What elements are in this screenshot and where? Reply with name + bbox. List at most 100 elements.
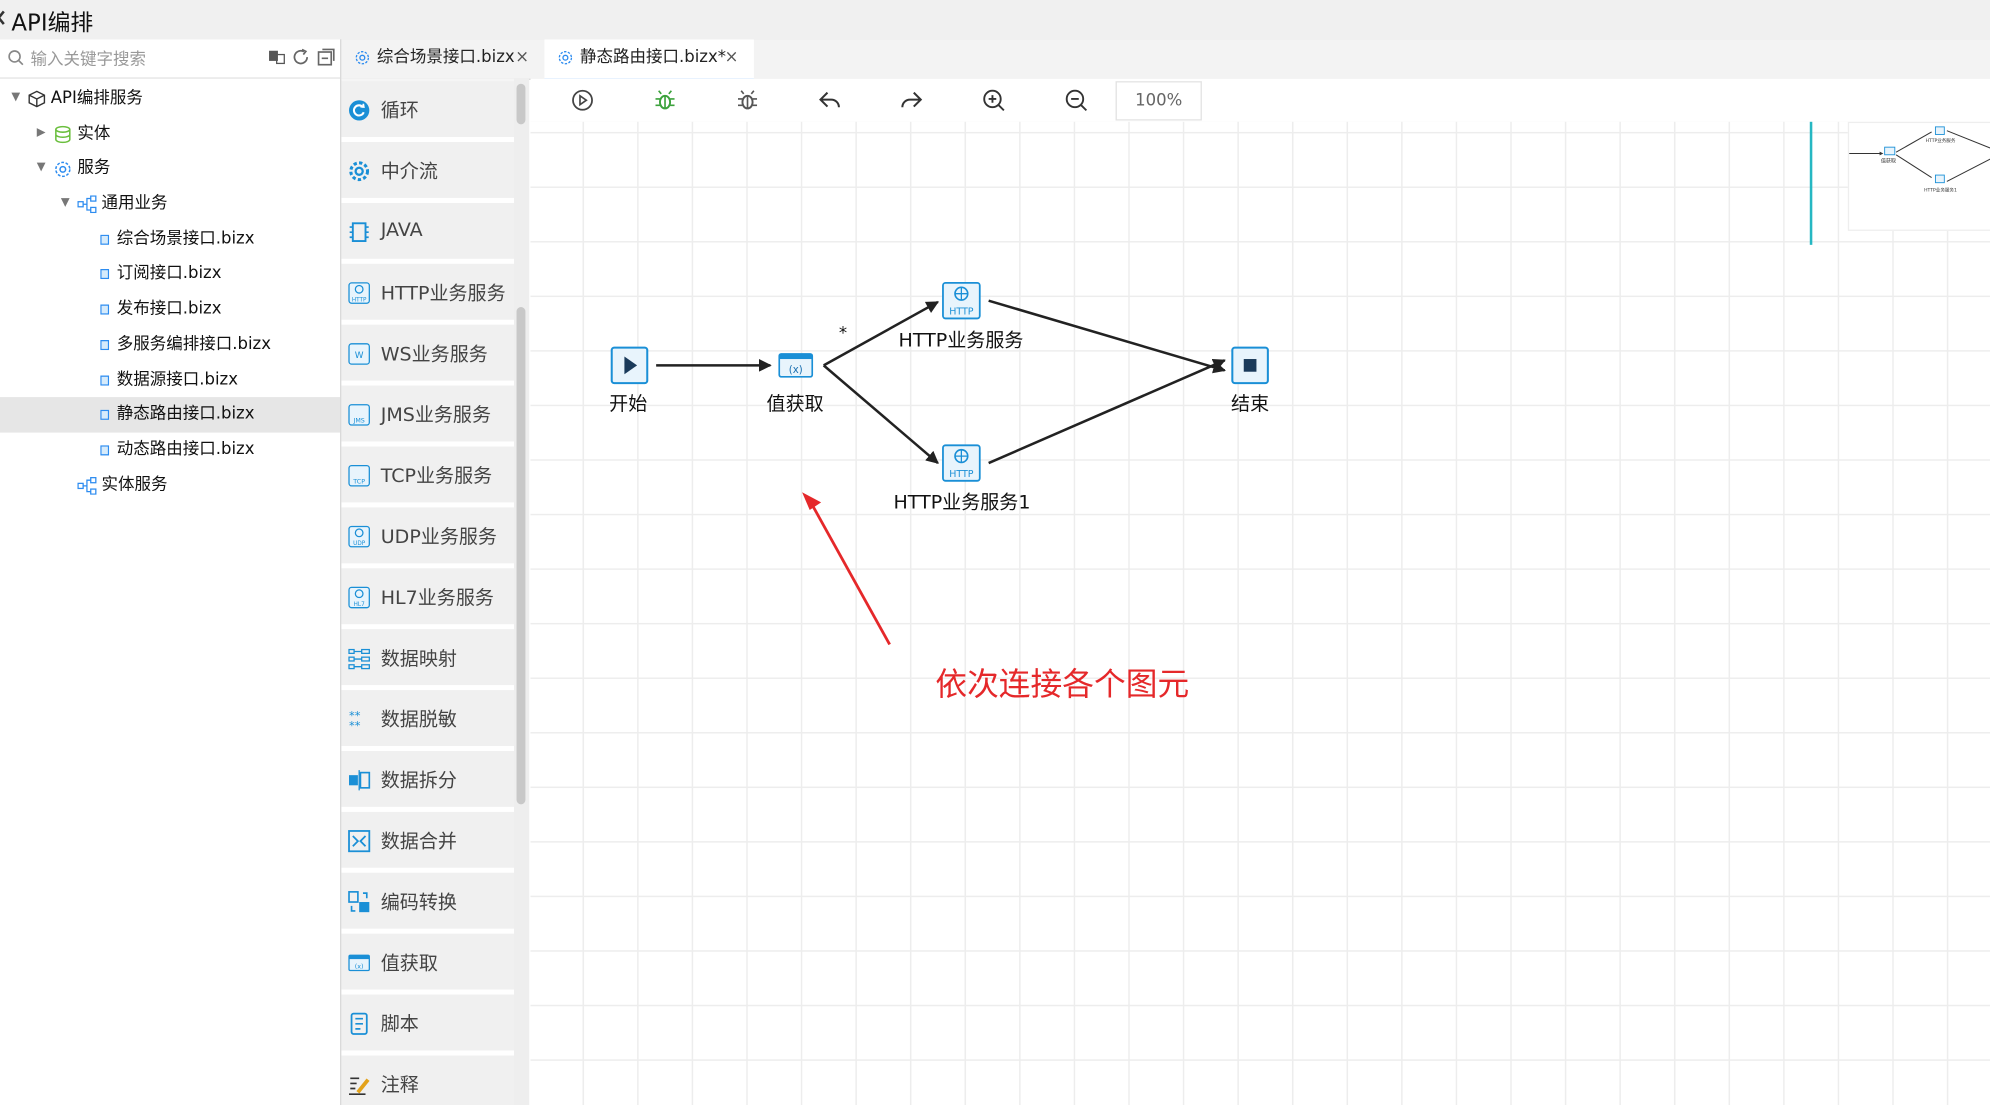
palette-item-java[interactable]: JAVA	[341, 202, 514, 264]
palette-item-comment[interactable]: 注释	[341, 1055, 514, 1105]
palette-item-http-service[interactable]: HTTP HTTP业务服务	[341, 263, 514, 325]
palette-label: WS业务服务	[380, 342, 488, 366]
palette-label: 数据拆分	[380, 768, 457, 792]
search-bar	[0, 39, 341, 79]
file-icon	[100, 445, 110, 456]
tree-item-root[interactable]: ▼ API编排服务	[0, 81, 340, 116]
tree-item-file[interactable]: 动态路由接口.bizx	[0, 432, 340, 467]
node-end[interactable]: 结束	[1231, 392, 1270, 415]
palette-label: 值获取	[380, 951, 438, 975]
zoom-in-icon[interactable]	[981, 88, 1006, 113]
svg-text:HTTP: HTTP	[352, 297, 367, 303]
palette-item-loop[interactable]: 循环	[341, 81, 514, 143]
tree-item-file[interactable]: 订阅接口.bizx	[0, 257, 340, 292]
palette-item-script[interactable]: 脚本	[341, 994, 514, 1056]
palette-scrollbar[interactable]	[513, 78, 530, 1105]
palette-item-data-split[interactable]: 数据拆分	[341, 751, 514, 812]
asterisk-icon: ****	[349, 708, 361, 730]
node-http-service-1[interactable]: HTTP业务服务1	[893, 490, 1031, 514]
tree-item-file-selected[interactable]: 静态路由接口.bizx	[0, 397, 341, 433]
tree-item-file[interactable]: 发布接口.bizx	[0, 292, 340, 327]
palette-label: 注释	[380, 1073, 419, 1097]
palette-item-data-merge[interactable]: 数据合并	[341, 811, 514, 873]
loop-icon	[349, 100, 370, 121]
node-value-get-icon: (x)	[778, 353, 814, 378]
svg-text:(x): (x)	[355, 964, 364, 971]
caret-down-icon[interactable]: ▼	[11, 91, 21, 105]
palette-item-encoding-convert[interactable]: 编码转换	[341, 872, 514, 934]
tab-static-route[interactable]: 静态路由接口.bizx* ×	[544, 39, 754, 82]
tree-label: 订阅接口.bizx	[116, 264, 222, 284]
tab-comprehensive-scene[interactable]: 综合场景接口.bizx ×	[341, 39, 542, 78]
zoom-out-icon[interactable]	[1064, 88, 1089, 113]
node-http-service[interactable]: HTTP业务服务	[898, 328, 1024, 352]
close-icon[interactable]: ×	[724, 48, 739, 68]
palette-label: 脚本	[380, 1012, 419, 1036]
edge-value-to-http2	[822, 364, 939, 465]
hierarchy-icon	[77, 476, 97, 495]
palette-item-data-masking[interactable]: **** 数据脱敏	[341, 690, 514, 752]
tree-item-entity[interactable]: ▶ 实体	[0, 116, 340, 151]
collapse-all-icon[interactable]	[317, 48, 335, 66]
scrollbar-thumb-top[interactable]	[516, 83, 526, 125]
caret-right-icon[interactable]: ▶	[36, 126, 46, 140]
palette-item-udp-service[interactable]: UDP UDP业务服务	[341, 507, 514, 569]
canvas-toolbar: 100%	[530, 78, 1990, 124]
annotation-arrow	[802, 492, 891, 646]
palette-item-ws-service[interactable]: W WS业务服务	[341, 324, 514, 386]
search-input[interactable]	[27, 45, 262, 74]
http-service-icon: HTTP	[348, 282, 370, 304]
palette-item-hl7-service[interactable]: HL7 HL7业务服务	[341, 568, 514, 630]
svg-text:**: **	[349, 718, 361, 730]
tree-item-file[interactable]: 综合场景接口.bizx	[0, 222, 340, 257]
node-value-get[interactable]: 值获取	[766, 392, 824, 415]
value-badge-text: (x)	[789, 365, 803, 376]
file-icon	[100, 339, 110, 350]
app-logo-icon	[0, 10, 5, 25]
tree-item-file[interactable]: 多服务编排接口.bizx	[0, 327, 340, 362]
flow-canvas[interactable]: 值获取 HTTP业务服务 HTTP业务服务1	[530, 121, 1990, 1105]
caret-down-icon[interactable]: ▼	[36, 161, 46, 175]
script-icon	[350, 1012, 368, 1035]
ws-service-icon: W	[348, 343, 370, 365]
tree-label: 多服务编排接口.bizx	[116, 334, 271, 354]
component-palette: 循环 中介流 JAVA HTTP HTTP业务服务 W WS业务服务 JMS J…	[341, 78, 514, 1105]
node-http1-icon: HTTP	[942, 282, 981, 320]
chip-icon	[349, 222, 369, 242]
palette-item-data-mapping[interactable]: 数据映射	[341, 629, 514, 691]
node-start[interactable]: 开始	[609, 392, 648, 415]
caret-down-icon[interactable]: ▼	[60, 196, 70, 210]
palette-item-jms-service[interactable]: JMS JMS业务服务	[341, 385, 514, 447]
scrollbar-thumb[interactable]	[516, 307, 526, 805]
refresh-icon[interactable]	[292, 48, 310, 66]
file-icon	[100, 269, 110, 280]
close-icon[interactable]: ×	[515, 48, 530, 68]
palette-item-value-get[interactable]: (x) 值获取	[341, 933, 514, 995]
undo-icon[interactable]	[817, 88, 842, 113]
palette-label: 数据映射	[380, 647, 457, 670]
svg-text:**: **	[349, 708, 361, 722]
palette-label: HTTP业务服务	[380, 281, 506, 305]
bug-icon[interactable]	[735, 88, 760, 113]
tree-item-entity-service[interactable]: 实体服务	[0, 468, 340, 503]
locate-icon[interactable]	[268, 48, 286, 66]
minimap-label-value-get: 值获取	[1881, 157, 1896, 164]
node-http2-icon: HTTP	[942, 444, 981, 482]
palette-label: HL7业务服务	[380, 586, 494, 609]
tree-item-file[interactable]: 数据源接口.bizx	[0, 362, 340, 397]
redo-icon[interactable]	[899, 88, 924, 113]
palette-item-mediation-flow[interactable]: 中介流	[341, 142, 514, 203]
flow-diagram: (x) HTTP HTTP	[610, 282, 1269, 646]
tree-label: 服务	[77, 159, 111, 179]
run-icon[interactable]	[570, 88, 595, 113]
palette-item-tcp-service[interactable]: TCP TCP业务服务	[341, 446, 514, 508]
zoom-level[interactable]: 100%	[1115, 81, 1202, 121]
tree-item-service[interactable]: ▼ 服务	[0, 151, 340, 186]
debug-icon[interactable]	[652, 88, 677, 113]
minimap[interactable]: 值获取 HTTP业务服务 HTTP业务服务1	[1847, 121, 1990, 231]
palette-label: 编码转换	[380, 890, 457, 914]
palette-label: 数据合并	[380, 829, 457, 853]
tree-item-general-business[interactable]: ▼ 通用业务	[0, 187, 340, 222]
app-title: API编排	[11, 10, 94, 37]
